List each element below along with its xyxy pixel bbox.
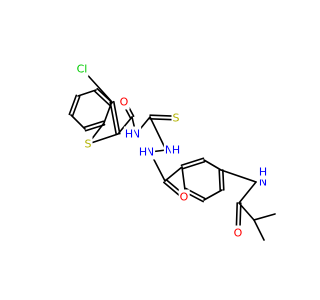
bond-n2-amidecarbon bbox=[238, 181, 257, 204]
molecule-structure: Cl S O N H S N H N H O N H O bbox=[68, 61, 276, 241]
label-backing bbox=[232, 225, 244, 241]
bond-thiophene-2 bbox=[87, 133, 119, 145]
atom-label-layer: Cl S O N H S N H N H O N H O bbox=[75, 61, 269, 241]
bond-phenyl-2 bbox=[203, 159, 222, 171]
bond-thiophene-3-b bbox=[112, 100, 121, 135]
label-backing bbox=[144, 144, 156, 160]
label-backing bbox=[137, 144, 149, 160]
atom-o-carbonyl-3: O bbox=[234, 227, 243, 240]
bond-phenyl-n2 bbox=[220, 169, 257, 183]
bond-c2-carbonyl bbox=[117, 116, 133, 135]
bond-phenyl-4 bbox=[203, 189, 223, 201]
bond-benzo-3 bbox=[70, 114, 86, 130]
molecule-canvas: Cl S O N H S N H N H O N H O bbox=[68, 61, 276, 241]
label-backing bbox=[118, 94, 130, 110]
bond-phenyl-3-b bbox=[218, 169, 222, 191]
bond-benzo-5 bbox=[77, 89, 97, 97]
atom-s-ring: S bbox=[85, 138, 92, 151]
label-backing bbox=[170, 142, 182, 158]
label-backing bbox=[75, 61, 89, 77]
bond-phenyl-3-a bbox=[221, 169, 225, 191]
bond-benzo-4-b bbox=[71, 95, 81, 117]
bond-amide-isopropyl bbox=[238, 202, 255, 221]
label-backing bbox=[130, 126, 142, 142]
bond-phenyl-1-b bbox=[181, 160, 206, 170]
label-backing bbox=[123, 126, 135, 142]
atom-cl: Cl bbox=[77, 63, 88, 76]
bond-phenyl-1-a bbox=[180, 157, 205, 167]
atom-h-amide-2: H bbox=[259, 166, 267, 179]
bond-benzo-2-b bbox=[83, 120, 105, 129]
bond-carbonyl2-phenyl bbox=[164, 166, 183, 182]
bond-phenyl-6 bbox=[181, 166, 186, 191]
atom-h-hydrazine-2: H bbox=[139, 146, 147, 159]
atom-o-carbonyl-2: O bbox=[180, 191, 189, 204]
label-backing bbox=[83, 136, 93, 152]
atom-o-carbonyl-1: O bbox=[120, 96, 129, 109]
bond-benzo-6-b bbox=[93, 90, 111, 107]
label-backing bbox=[178, 189, 190, 205]
bond-isopropyl-methyl-2 bbox=[253, 219, 265, 241]
atom-n-hydrazine-1: N bbox=[165, 144, 173, 157]
bond-cs-nh1 bbox=[149, 116, 167, 151]
atom-n-amide-2: N bbox=[259, 176, 267, 189]
bond-thiophene-3-a bbox=[109, 101, 118, 136]
label-backing bbox=[171, 110, 181, 126]
bond-layer bbox=[68, 68, 276, 241]
label-backing bbox=[257, 174, 269, 190]
bond-isopropyl-methyl-1 bbox=[253, 213, 276, 221]
atom-h-amide-1: H bbox=[125, 128, 133, 141]
atom-n-amide-1: N bbox=[132, 128, 140, 141]
atom-n-hydrazine-2: N bbox=[146, 146, 154, 159]
atom-h-hydrazine-1: H bbox=[172, 144, 180, 157]
bond-benzo-1 bbox=[103, 103, 112, 124]
label-backing bbox=[257, 164, 269, 180]
atom-s-thiocarbonyl: S bbox=[173, 112, 180, 125]
bond-benzo-4-a bbox=[68, 94, 78, 116]
label-backing bbox=[163, 142, 175, 158]
